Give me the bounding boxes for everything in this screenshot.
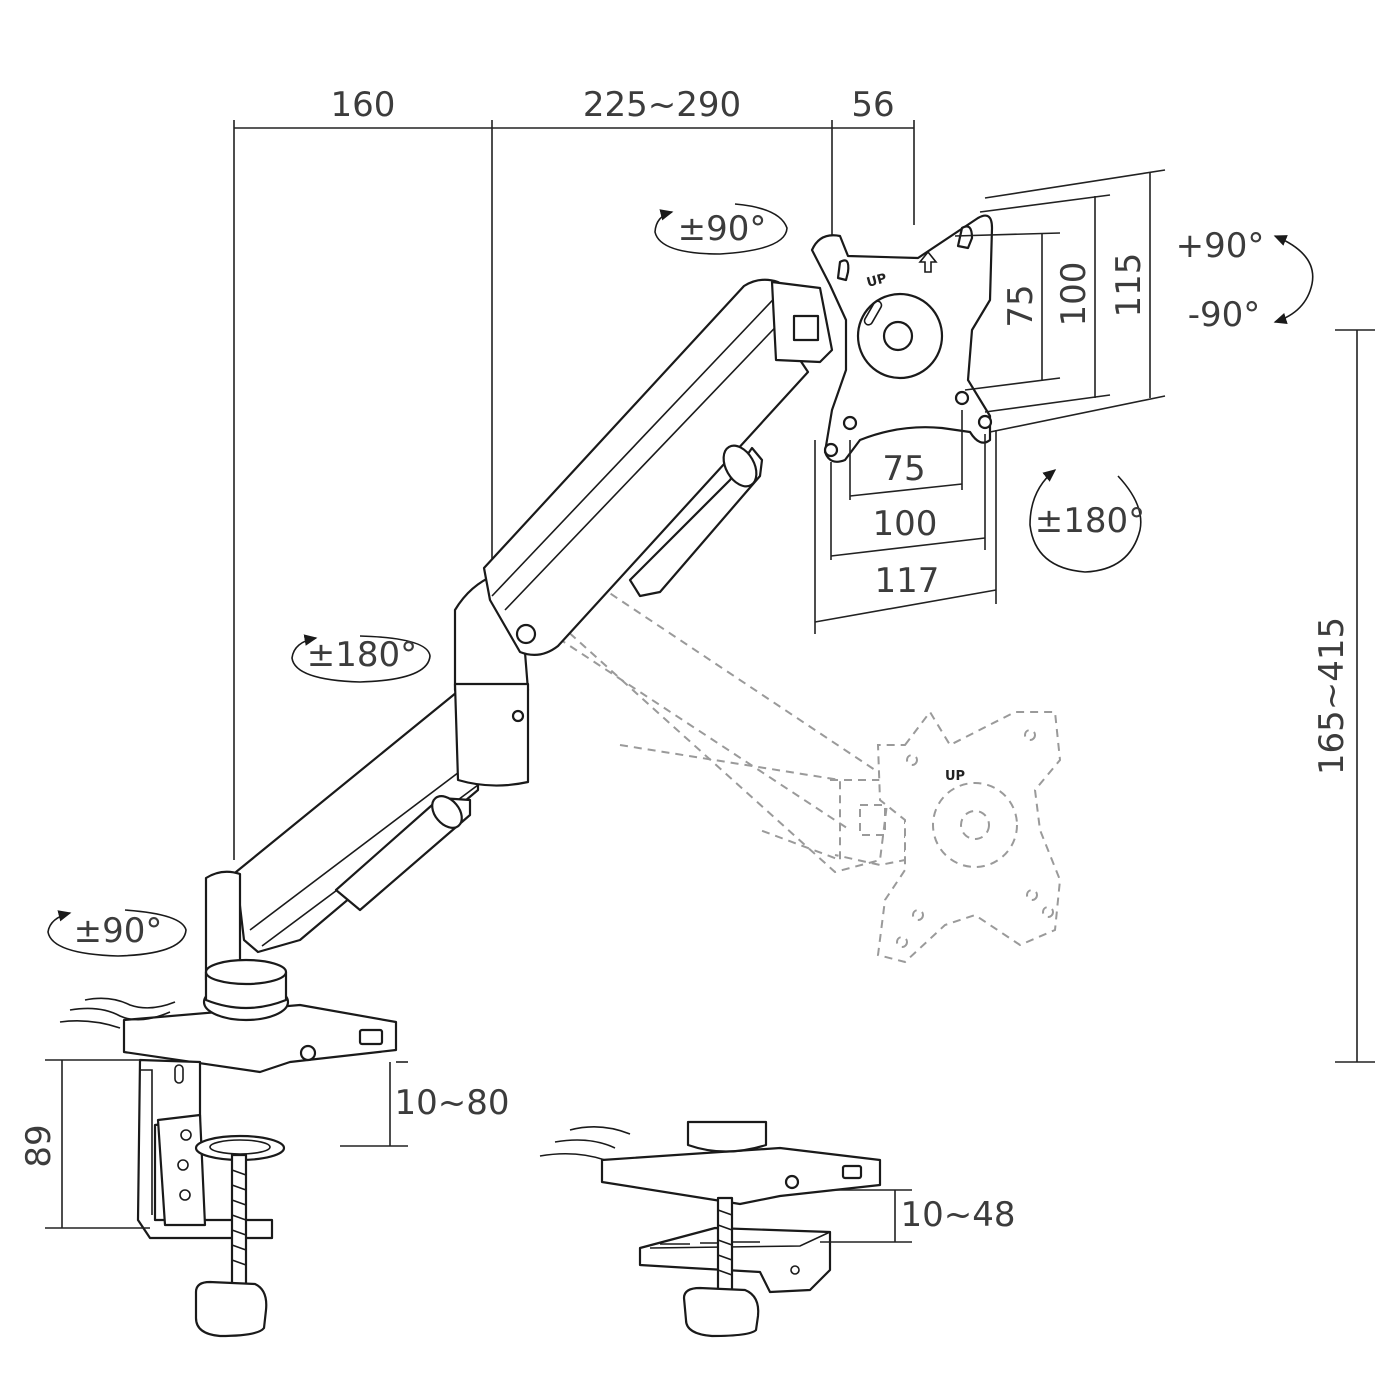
rotation-plate-rotation: ±180° [1029, 469, 1145, 573]
elbow-swivel-label: ±180° [307, 635, 417, 675]
plate-width-label: 117 [875, 561, 940, 601]
rotation-base: ±90° [47, 909, 187, 957]
plate-offset-label: 56 [851, 85, 894, 125]
vesa-dimensions: 75 100 117 75 100 115 [814, 169, 1166, 634]
rotation-tilt: +90° -90° [1176, 226, 1314, 335]
grommet-assembly [539, 1120, 882, 1338]
vesa-h-100-label: 100 [873, 504, 938, 544]
grommet-dimensions: 10~48 [820, 1189, 1016, 1243]
rotation-plate-swivel: ±90° [654, 203, 788, 255]
vesa-plate: UP [810, 214, 994, 463]
clamp-height-label: 89 [19, 1124, 59, 1167]
upper-arm [453, 278, 834, 787]
plate-up-label: UP [865, 271, 888, 291]
ghost-up-label: UP [945, 769, 965, 784]
c-clamp [136, 1058, 286, 1338]
base-assembly [59, 870, 398, 1074]
vesa-v-75-label: 75 [1001, 284, 1041, 327]
ghost-arm: UP [499, 548, 1062, 964]
tilt-down-label: -90° [1188, 295, 1261, 335]
clamp-dimensions: 89 10~80 [19, 1059, 510, 1229]
plate-swivel-label: ±90° [678, 209, 767, 249]
tilt-up-label: +90° [1176, 226, 1265, 266]
height-dimension: 165~415 [1312, 329, 1375, 1063]
grommet-range-label: 10~48 [900, 1195, 1015, 1235]
rotation-elbow: ±180° [291, 634, 431, 683]
plate-height-label: 115 [1109, 253, 1149, 318]
lower-arm [234, 686, 480, 954]
vesa-v-100-label: 100 [1054, 262, 1094, 327]
base-swivel-label: ±90° [74, 911, 163, 951]
arm-extension-label: 225~290 [583, 85, 741, 125]
clamp-range-label: 10~80 [394, 1083, 509, 1123]
arm-reach-label: 160 [331, 85, 396, 125]
top-dimensions: 160 225~290 56 [233, 85, 915, 860]
height-range-label: 165~415 [1312, 617, 1352, 775]
vesa-h-75-label: 75 [882, 449, 925, 489]
plate-rotation-label: ±180° [1035, 501, 1145, 541]
